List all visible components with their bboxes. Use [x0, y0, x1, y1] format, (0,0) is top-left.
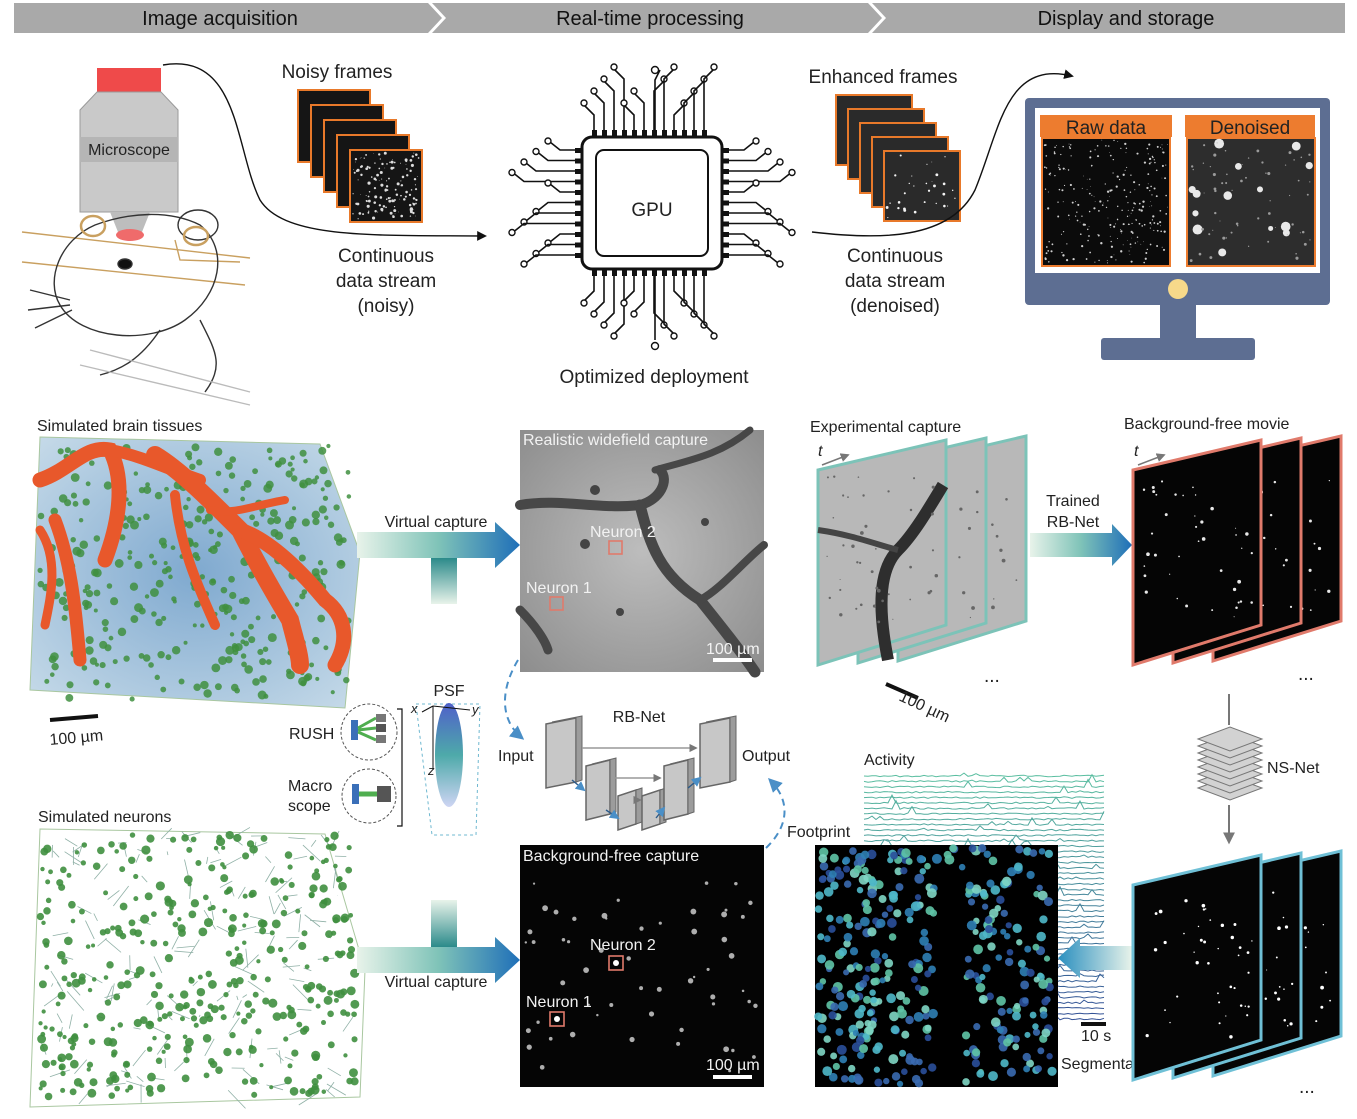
widefield-to-input-arrow [504, 659, 525, 740]
enhanced-frame-stack [835, 94, 961, 222]
enhanced-frames-label: Enhanced frames [809, 67, 958, 88]
experimental-t-label: t [818, 443, 823, 460]
neuron2-label-bgfree: Neuron 2 [590, 937, 656, 954]
axis-x-label: x [410, 701, 418, 716]
microscope-label: Microscope [88, 142, 170, 159]
stream-denoised-line2: data stream [845, 271, 945, 292]
experimental-label: Experimental capture [810, 419, 961, 436]
stage-acquisition-label: Image acquisition [142, 8, 298, 30]
raw-data-header [1040, 115, 1172, 137]
power-light [1168, 279, 1188, 299]
widefield-label: Realistic widefield capture [523, 432, 708, 449]
activity-label: Activity [864, 752, 915, 769]
macroscope-label-line2: scope [288, 798, 331, 815]
stream-arrow-out [811, 69, 1074, 237]
stage-display-label: Display and storage [1038, 8, 1215, 30]
segmentation-stack [1131, 849, 1343, 1083]
banner-processing [432, 3, 882, 33]
laser-head [97, 68, 161, 92]
psf-label: PSF [433, 683, 464, 700]
raw-data-label: Raw data [1066, 118, 1147, 139]
monitor-neck [1160, 305, 1196, 340]
bgfree-scale-label: 100 µm [706, 1057, 760, 1074]
experimental-scale-label: 100 µm [896, 688, 952, 726]
gpu-label: GPU [631, 200, 672, 221]
stream-noisy-line3: (noisy) [357, 296, 414, 317]
sim-brain-label: Simulated brain tissues [37, 418, 202, 435]
footprint-label: Footprint [787, 824, 851, 841]
objective [110, 212, 150, 232]
axis-y-label: y [471, 702, 480, 717]
optimized-label: Optimized deployment [559, 367, 749, 388]
trained-label-line2: RB-Net [1047, 514, 1100, 531]
psf-shape [435, 703, 463, 807]
bg-free-capture-panel [520, 845, 764, 1087]
experimental-ellipsis: ... [984, 666, 1000, 687]
raw-data-panel [1041, 137, 1171, 267]
rbnet-architecture [545, 715, 737, 832]
stream-denoised-line3: (denoised) [850, 296, 940, 317]
microscope-illustration: Microscope [79, 68, 179, 241]
banner-display [872, 3, 1345, 33]
rbnet-label: RB-Net [613, 709, 666, 726]
virtual-capture-arrow-top [357, 522, 520, 604]
neuron2-label-widefield: Neuron 2 [590, 524, 656, 541]
trained-label-line1: Trained [1046, 493, 1100, 510]
denoised-header [1185, 115, 1315, 137]
time-scale-label: 10 s [1081, 1028, 1111, 1045]
nsnet-label: NS-Net [1267, 760, 1320, 777]
experimental-stack [816, 434, 1028, 668]
bgfree-to-output-arrow [765, 778, 786, 849]
trained-rbnet-arrow [1030, 524, 1132, 566]
neuron1-label-widefield: Neuron 1 [526, 580, 592, 597]
input-label: Input [498, 748, 534, 765]
neuron2-box-bgfree [608, 955, 624, 971]
denoised-panel [1186, 137, 1316, 267]
mouse-sketch [21, 209, 251, 406]
noisy-frame-stack [297, 89, 423, 223]
nsnet-block [1196, 726, 1264, 801]
stream-noisy-line2: data stream [336, 271, 436, 292]
blood-vessels [32, 441, 352, 674]
denoised-label: Denoised [1210, 118, 1290, 139]
neuron1-label-bgfree: Neuron 1 [526, 994, 592, 1011]
monitor-stand [1101, 338, 1255, 360]
banner-acquisition [14, 3, 442, 33]
rush-label: RUSH [289, 726, 334, 743]
monitor: Raw data Denoised [1025, 98, 1330, 360]
brain-scale-bar [49, 714, 99, 722]
virtual-capture-top-label: Virtual capture [385, 514, 488, 531]
bg-free-movie-stack [1131, 434, 1343, 668]
segmentation-arrow [1058, 938, 1132, 978]
segmentation-ellipsis: ... [1299, 1077, 1315, 1098]
rush-optics-icon [340, 703, 398, 761]
neuron-volume [29, 828, 366, 1108]
stream-denoised-line1: Continuous [847, 246, 943, 267]
axis-z-label: z [427, 763, 435, 778]
movie-t-label: t [1134, 443, 1139, 460]
noisy-frames-label: Noisy frames [282, 62, 393, 83]
neuron1-box-widefield [549, 596, 564, 611]
brain-scale-label: 100 µm [49, 727, 104, 749]
widefield-scale-label: 100 µm [706, 641, 760, 658]
neuron2-box-widefield [608, 540, 623, 555]
stream-arrow-in [162, 63, 487, 241]
virtual-capture-bottom-label: Virtual capture [385, 974, 488, 991]
macroscope-label-line1: Macro [288, 778, 333, 795]
widefield-capture-panel [515, 426, 768, 678]
stage-processing-label: Real-time processing [556, 8, 744, 30]
neuron1-box-bgfree [549, 1011, 565, 1027]
sim-neurons-label: Simulated neurons [38, 809, 171, 826]
stream-noisy-line1: Continuous [338, 246, 434, 267]
bg-free-movie-label: Background-free movie [1124, 416, 1290, 433]
movie-ellipsis: ... [1298, 664, 1314, 685]
gpu-pins [508, 63, 796, 351]
output-label: Output [742, 748, 791, 765]
psf-box [415, 703, 481, 836]
stage-banner: Image acquisition Real-time processing D… [14, 3, 1345, 33]
bg-free-capture-label: Background-free capture [523, 848, 699, 865]
virtual-capture-arrow-bottom [357, 900, 520, 983]
